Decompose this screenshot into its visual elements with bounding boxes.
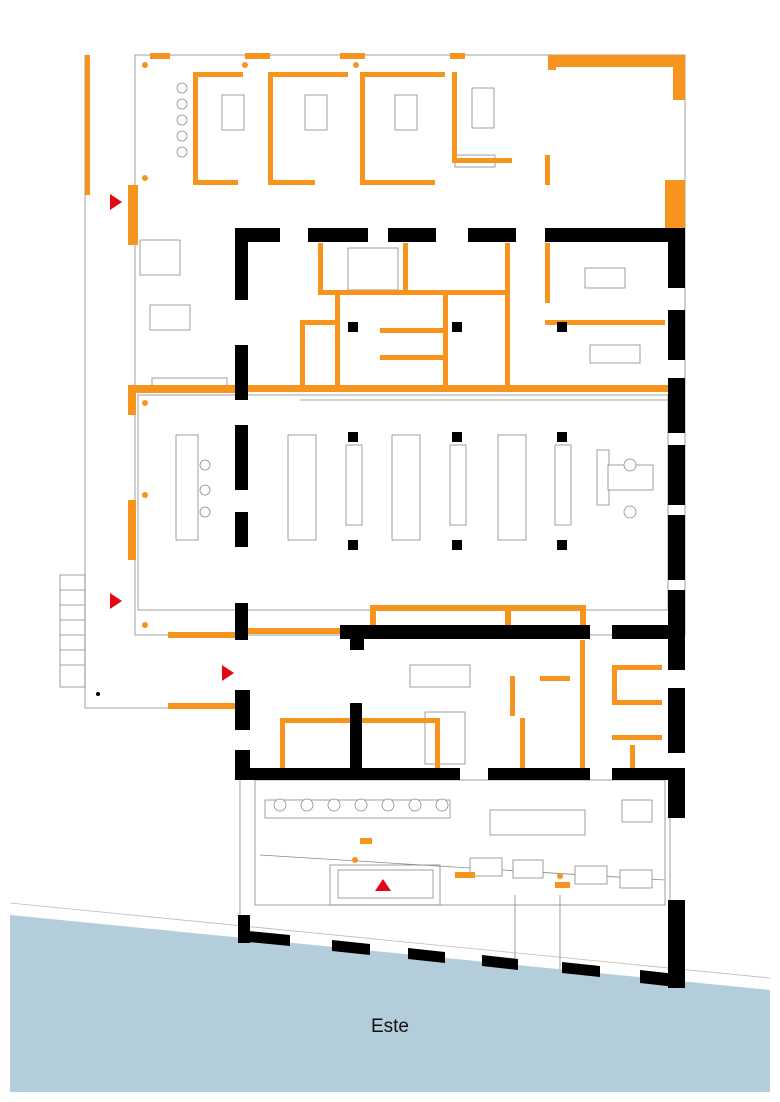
water-label: Este <box>370 1016 410 1037</box>
column-markers <box>142 62 563 879</box>
chairs <box>176 82 637 812</box>
thin-outlines <box>59 54 686 970</box>
existing-walls <box>235 228 685 988</box>
new-walls <box>85 53 685 888</box>
structural-columns <box>348 322 567 550</box>
entrance-markers <box>110 194 391 891</box>
river-water <box>10 915 770 1092</box>
